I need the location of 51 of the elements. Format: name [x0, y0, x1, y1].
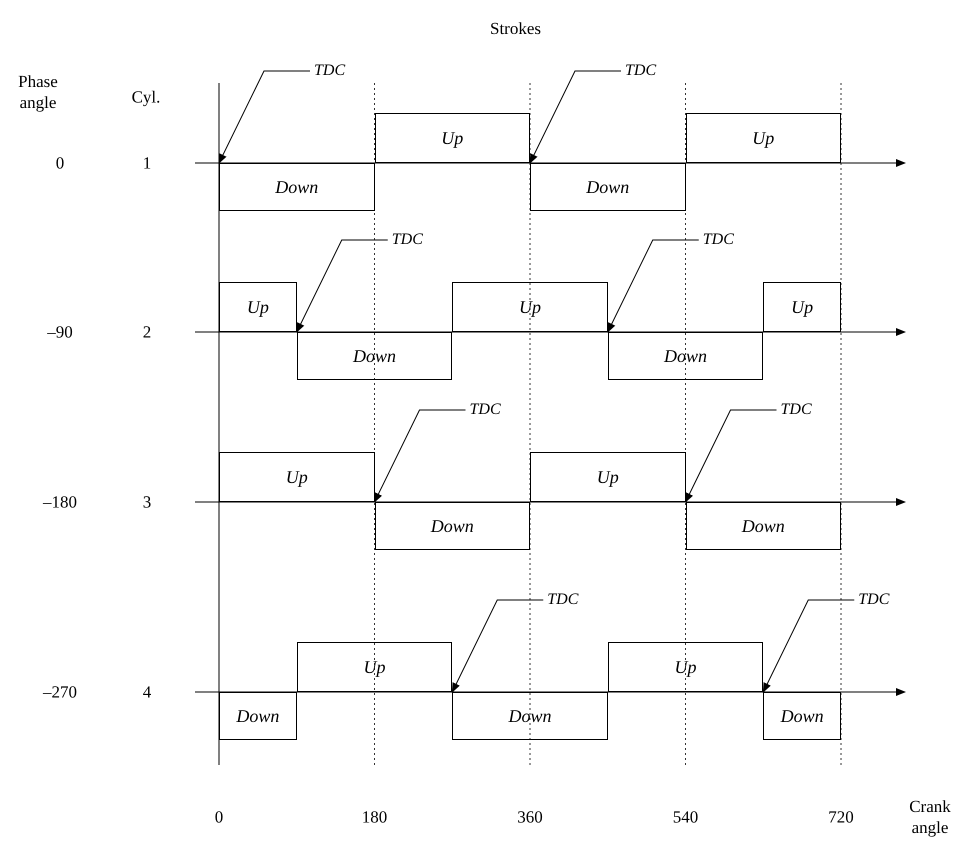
- up-stroke-box: Up: [452, 282, 608, 332]
- up-stroke-box: Up: [219, 452, 374, 502]
- down-stroke-box: Down: [452, 692, 608, 740]
- axis-label: Crank angle: [908, 796, 952, 838]
- diagram-title: Strokes: [490, 20, 541, 37]
- axis-label: 0: [214, 806, 224, 828]
- tdc-label: TDC: [858, 592, 890, 608]
- axis-label: 720: [828, 806, 854, 828]
- up-stroke-box: Up: [530, 452, 686, 502]
- axis-label: –270: [43, 682, 77, 702]
- axis-label: 3: [142, 492, 152, 512]
- axis-label: –90: [47, 322, 73, 342]
- axis-label: 1: [142, 152, 152, 174]
- axis-label: Cyl.: [132, 86, 160, 108]
- axis-label: Phase angle: [17, 71, 59, 113]
- axis-label: 360: [517, 806, 543, 828]
- tdc-label: TDC: [470, 402, 501, 418]
- down-stroke-box: Down: [219, 163, 374, 211]
- axis-label: 4: [142, 682, 152, 702]
- up-stroke-box: Up: [686, 113, 841, 163]
- leader-line: [762, 600, 855, 693]
- axis-label: –180: [43, 492, 77, 512]
- axis-label: 2: [142, 322, 152, 342]
- tdc-label: TDC: [392, 232, 423, 248]
- tdc-label: TDC: [780, 402, 812, 418]
- down-stroke-box: Down: [296, 332, 452, 380]
- up-stroke-box: Up: [219, 282, 297, 332]
- tdc-label: TDC: [314, 63, 346, 79]
- down-stroke-box: Down: [686, 502, 841, 550]
- up-stroke-box: Up: [296, 642, 452, 692]
- leader-line: [685, 410, 777, 503]
- down-stroke-box: Down: [608, 332, 764, 380]
- leader-line: [607, 240, 700, 333]
- down-stroke-box: Down: [763, 692, 841, 740]
- up-stroke-box: Up: [374, 113, 530, 163]
- axis-label: 540: [672, 806, 698, 828]
- axis-label: 0: [56, 152, 64, 174]
- leader-line: [374, 410, 466, 503]
- axis-label: 180: [362, 806, 388, 828]
- leader-line: [452, 600, 544, 693]
- tdc-label: TDC: [625, 63, 656, 79]
- up-stroke-box: Up: [608, 642, 764, 692]
- tdc-label: TDC: [702, 232, 734, 248]
- leader-line: [218, 70, 310, 164]
- down-stroke-box: Down: [530, 163, 686, 211]
- leader-line: [530, 70, 622, 164]
- up-stroke-box: Up: [763, 282, 841, 332]
- down-stroke-box: Down: [219, 692, 297, 740]
- tdc-label: TDC: [547, 592, 578, 608]
- leader-line: [296, 240, 388, 333]
- down-stroke-box: Down: [374, 502, 530, 550]
